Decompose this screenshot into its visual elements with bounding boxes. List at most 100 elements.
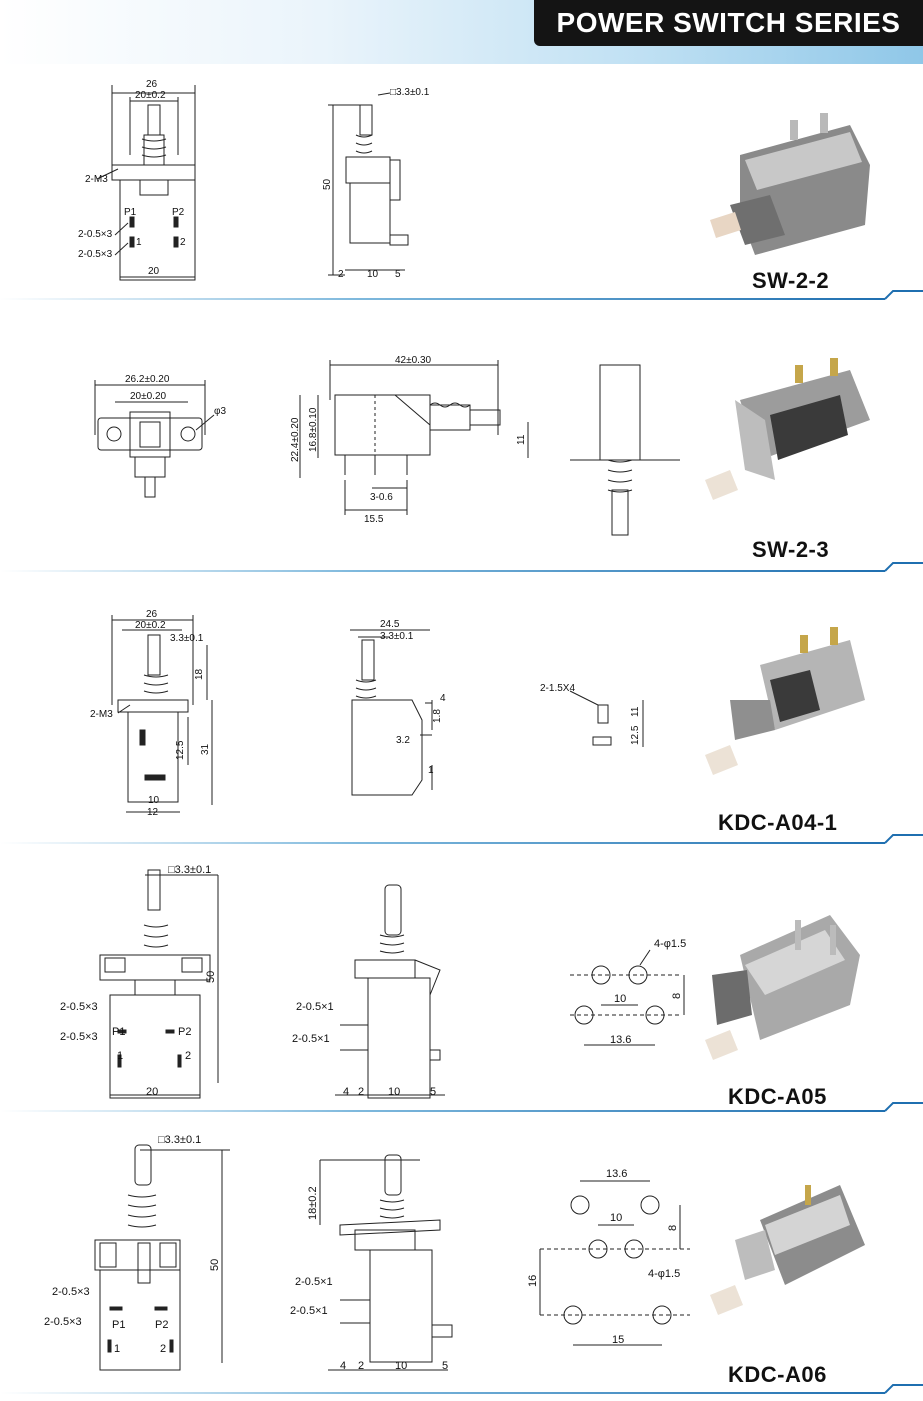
dim-length: 42±0.30 [395,355,432,366]
pin-label-p1: P1 [112,1319,125,1331]
pin-label-2: 2 [185,1050,191,1062]
label-holes: 4-φ1.5 [654,938,686,950]
label-mount: 2-M3 [85,174,108,185]
dim-h125: 12.5 [630,725,641,745]
dim-pitch: 20±0.2 [135,620,166,631]
dim-base: 20 [148,266,160,277]
label-holes: 4-φ1.5 [648,1268,680,1280]
dim-h11: 11 [630,706,641,717]
dim-span-top: 13.6 [606,1168,627,1180]
dim-span: 13.6 [610,1034,631,1046]
dim-stem-height: 18±0.2 [307,1186,319,1220]
dim-span-bottom: 15 [612,1334,624,1346]
dim-lower: 31 [200,743,211,755]
dim-side-pin-b: 2-0.5×1 [290,1305,328,1317]
section-sw-2-2: 26 20±0.2 2-M3 P1 P2 1 2 2-0.5×3 2-0.5×3… [78,79,870,281]
section-divider [0,834,923,844]
dim-pin-size-a: 2-0.5×3 [52,1286,90,1298]
section-kdc-a04-1: 26 20±0.2 3.3±0.1 18 2-M3 12.5 31 10 12 … [90,609,865,818]
section-kdc-a05: □3.3±0.1 50 2-0.5×3 2-0.5×3 P1 P2 1 2 20… [60,864,860,1099]
dim-pitch-x: 10 [610,1212,622,1224]
dim-base: 12 [147,807,159,818]
model-label: KDC-A04-1 [718,810,838,835]
dim-inner: 10 [148,795,160,806]
dim-width: 26 [146,79,158,90]
section-divider [0,290,923,300]
dim-side-pin-a: 2-0.5×1 [296,1001,334,1013]
pin-label-1: 1 [114,1343,120,1355]
dim-side-pin-b: 2-0.5×1 [292,1033,330,1045]
pin-label-p2: P2 [172,207,185,218]
dim-side-1: 10 [367,269,379,280]
section-sw-2-3: 26.2±0.20 20±0.20 φ3 42±0.30 22.4±0.20 1… [94,355,870,536]
dim-side-0: 4 [340,1360,346,1372]
dim-pin-size-b: 2-0.5×3 [78,249,113,260]
dim-stem: □3.3±0.1 [390,87,430,98]
dim-height-inner: 16.8±0.10 [308,407,319,452]
dim-side-2: 10 [395,1360,407,1372]
dim-stem: □3.3±0.1 [168,864,211,876]
product-photo-kdc-a04-1 [705,627,865,775]
pin-label-p1: P1 [124,207,137,218]
pin-label-2: 2 [180,237,186,248]
pin-label-1: 1 [117,1050,123,1062]
dim-pitch-x: 10 [614,993,626,1005]
dim-d32: 3.2 [396,735,410,746]
title-box: POWER SWITCH SERIES [534,0,923,46]
model-label: KDC-A05 [728,1084,827,1109]
section-divider [0,1384,923,1394]
dim-height: 50 [209,1259,221,1271]
dim-side-0: 2 [338,269,344,280]
dim-side-0: 4 [343,1086,349,1098]
dim-side-2: 5 [395,269,401,280]
product-photo-kdc-a06 [710,1185,865,1315]
dim-overall: 26.2±0.20 [125,374,170,385]
section-divider [0,562,923,572]
dim-pitch: 20±0.20 [130,391,167,402]
dim-pin-size-a: 2-0.5×3 [60,1001,98,1013]
dim-side-1: 2 [358,1360,364,1372]
dim-side-pin-a: 2-0.5×1 [295,1276,333,1288]
section-divider [0,1102,923,1112]
dim-pin-span: 15.5 [364,514,384,525]
dim-stem: □3.3±0.1 [158,1134,201,1146]
pin-label-p1: P1 [112,1026,125,1038]
dim-side-2: 10 [388,1086,400,1098]
model-label: SW-2-3 [752,537,830,562]
dim-height: 50 [205,971,217,983]
dim-pin-size-b: 2-0.5×3 [60,1031,98,1043]
pin-label-p2: P2 [178,1026,191,1038]
dim-stem-offset: 11 [516,434,527,445]
dim-depth: 24.5 [380,619,400,630]
dim-pitch-y: 8 [667,1225,679,1231]
dim-side-1: 2 [358,1086,364,1098]
dim-height: 50 [322,178,333,190]
dim-height-outer: 22.4±0.20 [290,417,301,462]
dim-side-3: 5 [430,1086,436,1098]
pin-label-p2: P2 [155,1319,168,1331]
section-kdc-a06: □3.3±0.1 50 2-0.5×3 2-0.5×3 P1 P2 1 2 18… [44,1134,865,1372]
product-photo-sw-2-3 [705,358,870,500]
label-holes: 2-1.5X4 [540,683,575,694]
dim-pin-size-b: 2-0.5×3 [44,1316,82,1328]
dim-hole: φ3 [214,406,226,417]
model-label: SW-2-2 [752,268,830,293]
dim-pin-pitch: 12.5 [175,740,186,760]
dim-side-3: 5 [442,1360,448,1372]
product-photo-sw-2-2 [710,113,870,255]
dim-d18: 1.8 [432,709,443,723]
dim-pitch: 20±0.2 [135,90,166,101]
pin-label-1: 1 [136,237,142,248]
dim-pitch-y: 8 [671,993,683,999]
dim-side-stem: 3.3±0.1 [380,631,414,642]
label-mount: 2-M3 [90,709,113,720]
page-title: POWER SWITCH SERIES [556,7,901,38]
product-photo-kdc-a05 [705,915,860,1060]
dim-pin-size-a: 2-0.5×3 [78,229,113,240]
pin-label-2: 2 [160,1343,166,1355]
model-label: KDC-A06 [728,1362,827,1387]
dim-d1: 1 [428,765,434,776]
dim-d4: 4 [440,693,446,704]
dim-pins: 3-0.6 [370,492,393,503]
dim-offset: 16 [527,1275,539,1287]
